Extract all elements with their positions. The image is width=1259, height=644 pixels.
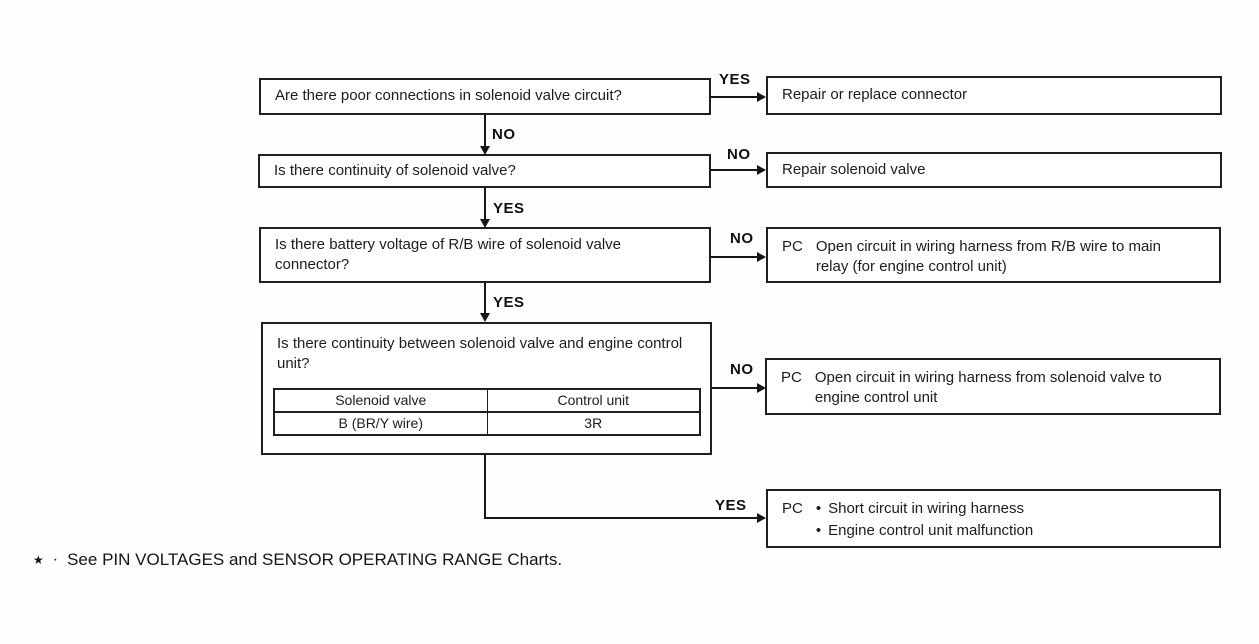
result-code-3: PC <box>782 238 803 255</box>
footnote-text: See PIN VOLTAGES and SENSOR OPERATING RA… <box>67 550 563 569</box>
pin-table-header: Solenoid valve Control unit <box>273 388 701 413</box>
arrowhead-right-icon <box>757 165 766 175</box>
footnote-separator: · <box>52 551 59 568</box>
result-box-5: PC • Short circuit in wiring harness • E… <box>766 489 1221 548</box>
yes-label-2: YES <box>493 200 525 217</box>
arrowhead-right-icon <box>757 383 766 393</box>
pin-table-body: B (BR/Y wire) 3R <box>273 411 701 436</box>
arrowhead-right-icon <box>757 252 766 262</box>
no-label-2: NO <box>727 146 751 163</box>
arrowhead-right-icon <box>757 513 766 523</box>
result-box-1: Repair or replace connector <box>766 76 1222 115</box>
arrowhead-right-icon <box>757 92 766 102</box>
pin-table: Solenoid valve Control unit B (BR/Y wire… <box>273 388 701 436</box>
connector-q3-q4 <box>484 283 486 314</box>
table-row: Solenoid valve Control unit <box>273 388 701 413</box>
result-bullet-list: • Short circuit in wiring harness • Engi… <box>816 499 1033 542</box>
result-box-4: PC Open circuit in wiring harness from s… <box>765 358 1221 415</box>
connector-q2-r2 <box>711 169 759 171</box>
question-text-2: Is there continuity of solenoid valve? <box>274 161 516 179</box>
question-box-3: Is there battery voltage of R/B wire of … <box>259 227 711 283</box>
bullet-icon: • <box>815 522 822 540</box>
result-code-5: PC <box>782 500 803 517</box>
connector-q3-r3 <box>711 256 759 258</box>
connector-q1-q2 <box>484 115 486 147</box>
connector-q1-r1 <box>711 96 759 98</box>
result-code-4: PC <box>781 369 802 386</box>
pin-table-header-solenoid: Solenoid valve <box>273 388 488 413</box>
result-box-2: Repair solenoid valve <box>766 152 1222 188</box>
question-text-4: Is there continuity between solenoid val… <box>277 335 683 373</box>
result-text-4: Open circuit in wiring harness from sole… <box>814 369 1162 407</box>
bullet-icon: • <box>815 500 822 517</box>
question-text-3: Is there battery voltage of R/B wire of … <box>275 235 622 273</box>
table-row: B (BR/Y wire) 3R <box>273 411 701 436</box>
result-bullet-2: Engine control unit malfunction <box>828 522 1034 540</box>
arrowhead-down-icon <box>480 219 490 228</box>
result-text-1: Repair or replace connector <box>782 86 968 104</box>
pin-table-header-control: Control unit <box>486 388 701 413</box>
pin-table-cell-solenoid: B (BR/Y wire) <box>273 411 488 436</box>
list-item: • Engine control unit malfunction <box>816 521 1033 541</box>
list-item: • Short circuit in wiring harness <box>816 499 1033 519</box>
arrowhead-down-icon <box>480 313 490 322</box>
result-box-3: PC Open circuit in wiring harness from R… <box>766 227 1221 283</box>
pin-table-cell-control: 3R <box>486 411 701 436</box>
yes-label-4: YES <box>715 497 747 514</box>
no-label-3: NO <box>730 230 754 247</box>
yes-label-3: YES <box>493 294 525 311</box>
connector-q4-r5 <box>484 517 758 519</box>
footnote: ★ · See PIN VOLTAGES and SENSOR OPERATIN… <box>33 550 562 570</box>
question-box-2: Is there continuity of solenoid valve? <box>258 154 711 188</box>
connector-q4-r4 <box>712 387 759 389</box>
result-text-3: Open circuit in wiring harness from R/B … <box>815 238 1161 276</box>
result-bullet-1: Short circuit in wiring harness <box>828 500 1025 517</box>
connector-q2-q3 <box>484 188 486 220</box>
question-text-1: Are there poor connections in solenoid v… <box>275 87 622 105</box>
connector-q4-elbow-vertical <box>484 455 486 519</box>
no-label-1: NO <box>492 126 516 143</box>
star-icon: ★ <box>33 553 44 567</box>
question-box-1: Are there poor connections in solenoid v… <box>259 78 711 115</box>
result-text-2: Repair solenoid valve <box>782 160 926 178</box>
arrowhead-down-icon <box>480 146 490 155</box>
yes-label-1: YES <box>719 71 751 88</box>
no-label-4: NO <box>730 361 754 378</box>
question-box-4: Is there continuity between solenoid val… <box>261 322 712 455</box>
